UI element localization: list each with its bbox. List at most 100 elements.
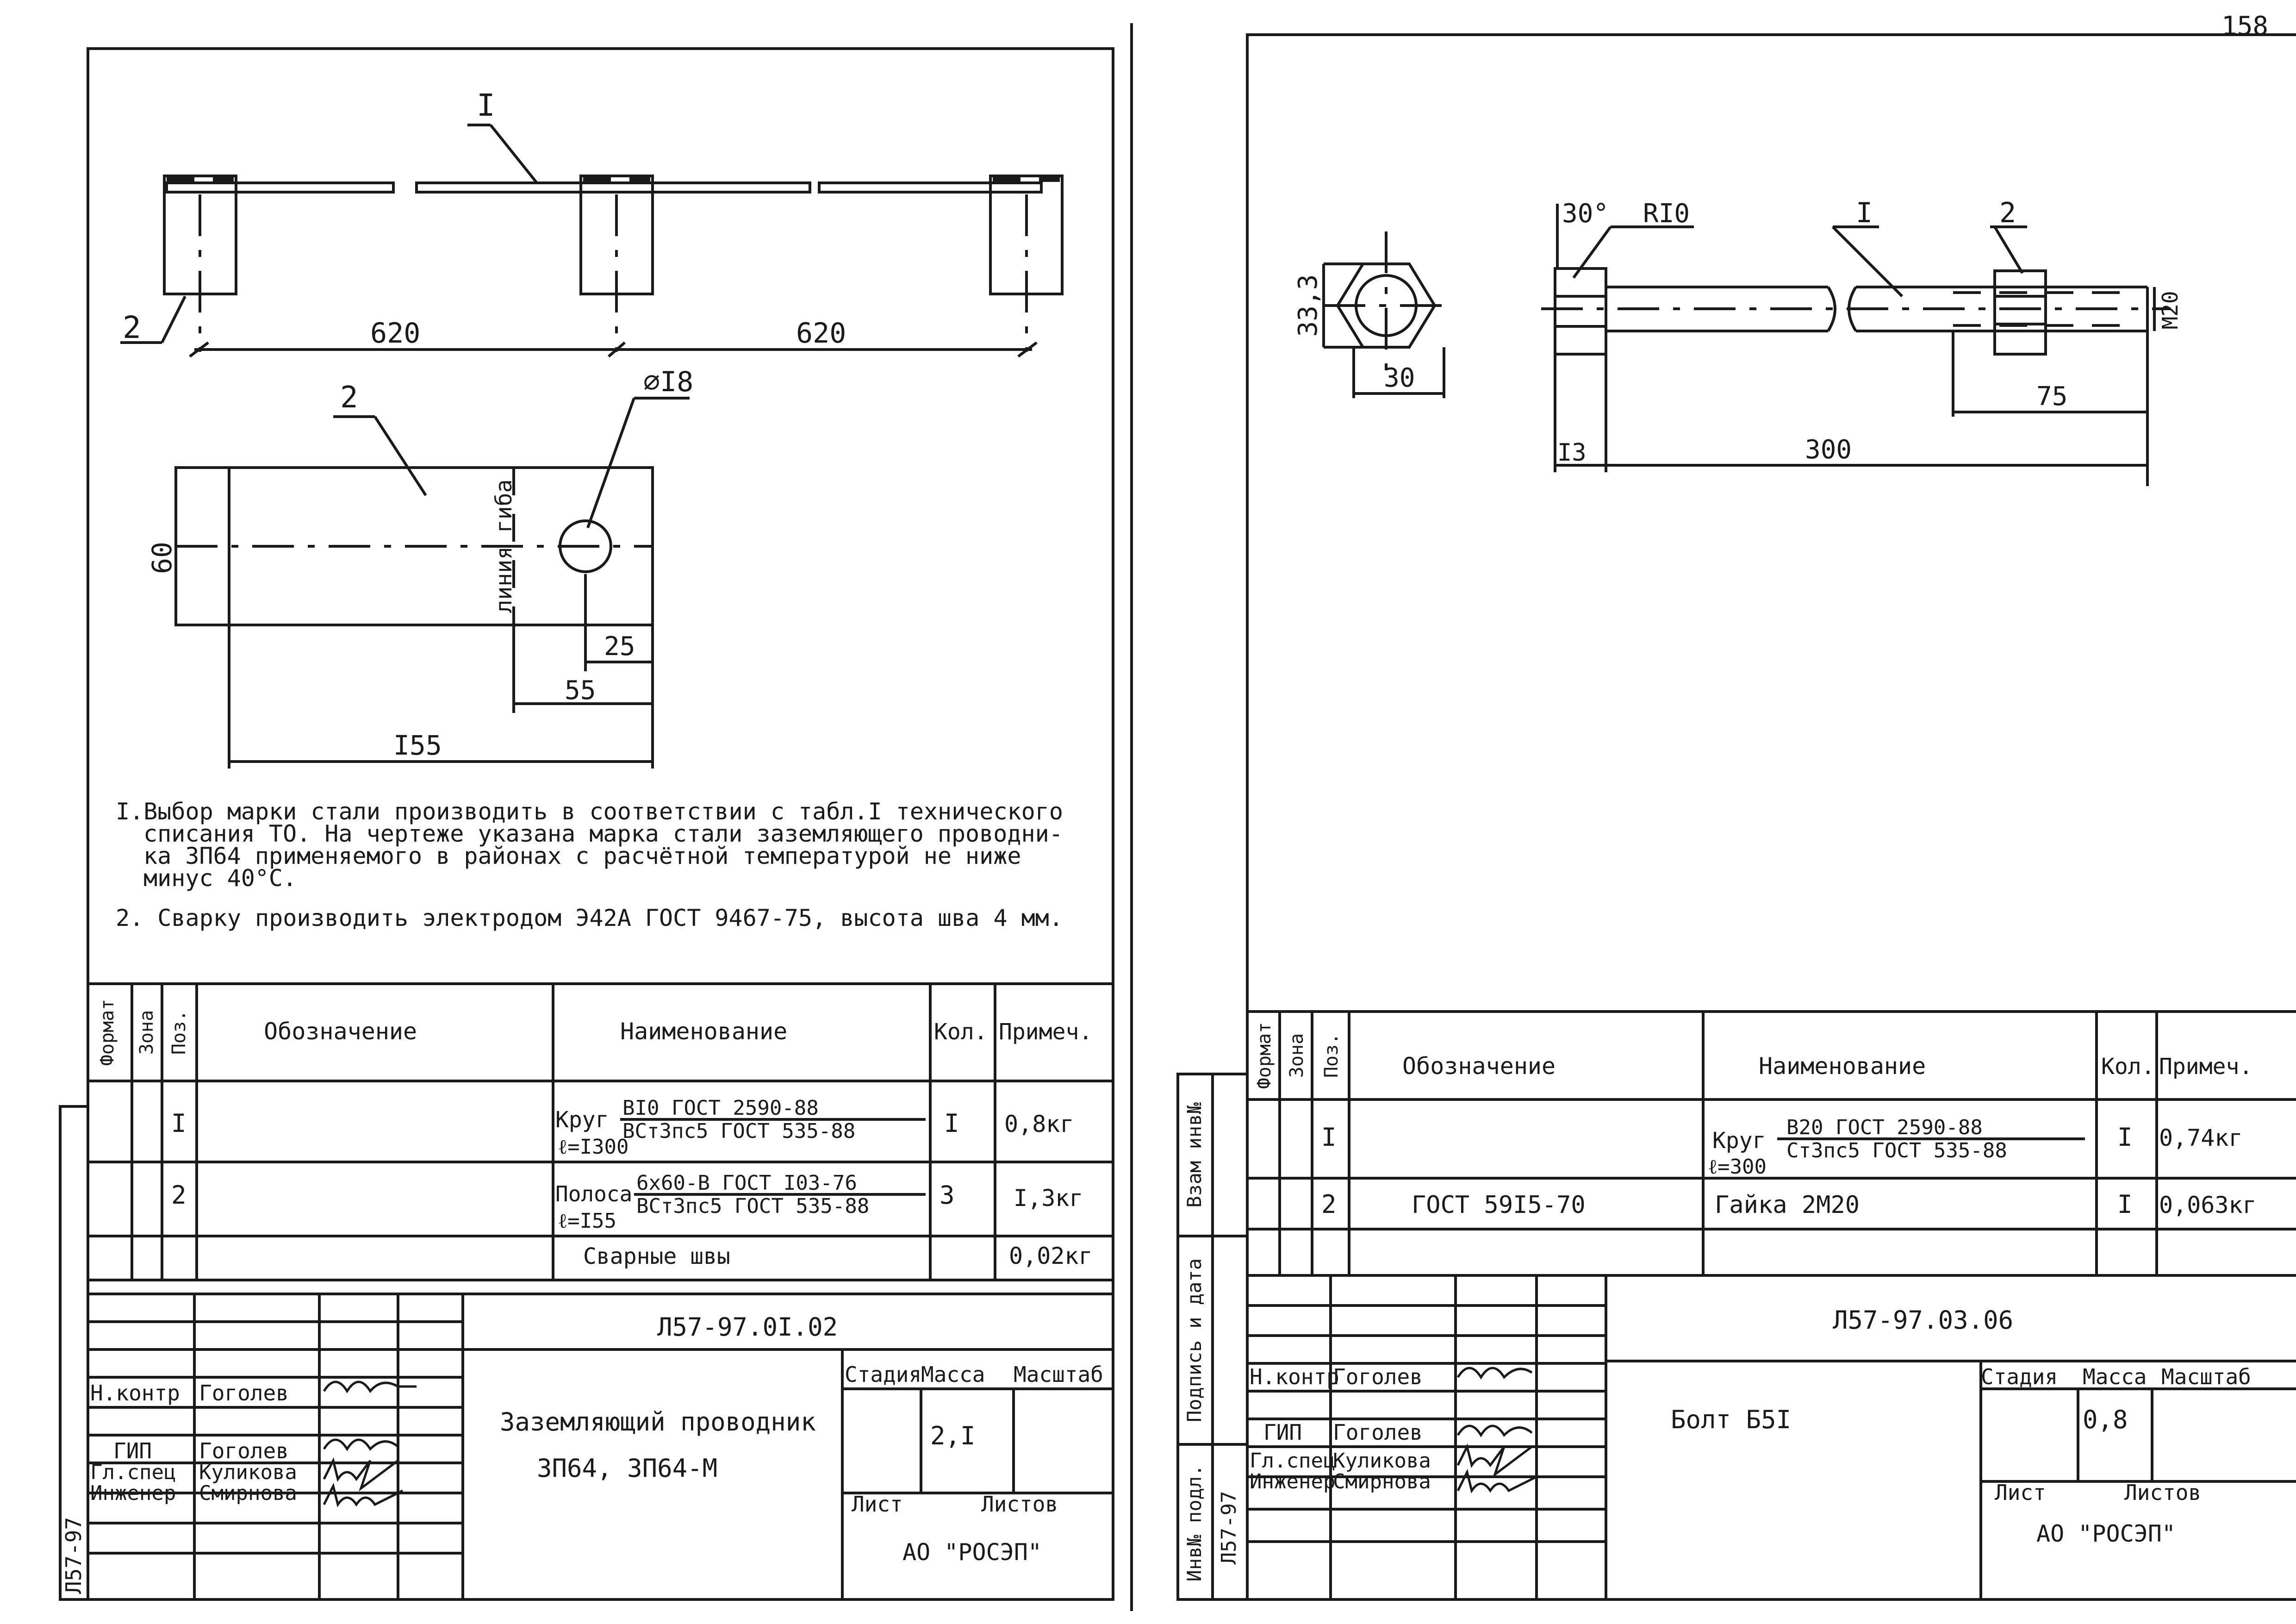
left-spec-h-qty: Кол. [934, 1019, 988, 1045]
left-note-2: 2. Сварку производить электродом Э42А ГО… [116, 905, 1063, 931]
left-signature-2 [323, 1438, 399, 1451]
right-spec-row1-bottom: Ст3пс5 ГОСТ 535-88 [1786, 1139, 2007, 1162]
left-spec-row1-bottom: ВСт3пс5 ГОСТ 535-88 [622, 1119, 855, 1143]
right-tb-h-sheets: Листов [2124, 1480, 2201, 1505]
left-dim-55: 55 [565, 675, 596, 706]
left-tb-name-line-1: Заземляющий проводник [500, 1407, 816, 1437]
right-side-inv-sub: Инв№ подл. [1183, 1465, 1206, 1582]
right-tb-mass: 0,8 [2083, 1405, 2128, 1434]
right-title-block [1247, 1274, 2296, 1599]
left-tb-h-mass: Масса [921, 1362, 985, 1387]
left-pos-2-label: 2 [123, 310, 141, 345]
right-spec-row1-pos: I [1321, 1123, 1337, 1152]
left-note-1-line-2: списания ТО. На чертеже указана марка ст… [143, 820, 1063, 847]
left-tb-h-scale: Масштаб [1014, 1362, 1103, 1387]
right-tb-role-4: Инженер [1250, 1470, 1335, 1493]
right-tb-role-3: Гл.спец [1250, 1449, 1335, 1473]
right-hex-view [1322, 231, 1453, 398]
right-spec-row2-name: Гайка 2М20 [1715, 1191, 1860, 1219]
left-dim-25: 25 [604, 631, 635, 662]
right-spec-h-format: Формат [1254, 1022, 1275, 1089]
right-signature-2 [1456, 1424, 1533, 1437]
left-tb-role-4: Инженер [90, 1481, 176, 1505]
left-note-1-line-4: минус 40°С. [143, 865, 297, 892]
left-strip-detail [174, 397, 690, 768]
left-tb-code: Л57-97.0I.02 [657, 1312, 838, 1342]
left-tb-role-2: ГИП [113, 1438, 152, 1463]
left-spec-row1-note: 0,8кг [1004, 1111, 1074, 1137]
left-tb-org: АО "РОСЭП" [902, 1539, 1042, 1566]
right-side-sign-date: Подпись и дата [1183, 1258, 1206, 1422]
right-spec-row1-note: 0,74кг [2159, 1124, 2243, 1151]
left-signature-1 [323, 1380, 417, 1393]
right-spec-row2-designation: ГОСТ 59I5-70 [1412, 1191, 1586, 1219]
left-tb-h-sheet: Лист [852, 1492, 903, 1517]
left-spec-row2-length: ℓ=I55 [558, 1209, 616, 1233]
right-tb-name-4: Смирнова [1333, 1470, 1431, 1493]
left-signature-3 [323, 1457, 399, 1492]
left-spec-row2-bottom: ВСт3пс5 ГОСТ 535-88 [636, 1194, 869, 1218]
right-spec-row1-length: ℓ=300 [1708, 1155, 1767, 1179]
left-spec-row2-prefix: Полоса [555, 1181, 632, 1206]
left-spec-row1-pos: I [171, 1109, 187, 1138]
left-spec-row1-prefix: Круг [555, 1107, 609, 1133]
page-number: 158 [2221, 11, 2268, 41]
left-tb-mass: 2,I [930, 1421, 976, 1450]
left-tb-name-1: Гоголев [199, 1380, 289, 1405]
right-tb-h-mass: Масса [2083, 1364, 2147, 1389]
right-dim-13: I3 [1557, 439, 1587, 467]
right-dim-300: 300 [1805, 435, 1852, 465]
left-sheet: I 2 620 620 2 [59, 23, 1133, 1611]
right-spec-row1-prefix: Круг [1712, 1128, 1766, 1154]
left-tb-h-stage: Стадия [845, 1362, 921, 1387]
left-dim-hole: ⌀I8 [643, 366, 693, 398]
right-spec-row1-qty: I [2117, 1123, 2133, 1152]
right-spec-h-pos: Поз. [1321, 1033, 1342, 1078]
left-tb-role-1: Н.контр [90, 1380, 180, 1405]
right-side-code: Л57-97 [1217, 1491, 1241, 1565]
right-signature-1 [1456, 1367, 1533, 1380]
right-spec-h-note: Примеч. [2159, 1054, 2252, 1080]
right-tb-name-2: Гоголев [1333, 1420, 1423, 1445]
right-spec-h-qty: Кол. [2101, 1054, 2155, 1080]
left-strip-pos-2: 2 [340, 381, 358, 415]
right-spec-row2-qty: I [2117, 1190, 2133, 1219]
left-spec-h-zone: Зона [136, 1010, 157, 1055]
left-signature-4 [323, 1482, 404, 1508]
left-title-block [59, 1105, 1113, 1601]
right-sheet: 158 33,3 30 [1176, 11, 2296, 1601]
left-spec-h-designation: Обозначение [264, 1018, 417, 1045]
left-spec-row2-top: 6х60-В ГОСТ I03-76 [636, 1171, 857, 1195]
left-dim-60: 60 [146, 542, 178, 574]
left-spec-row1-length: ℓ=I300 [558, 1135, 629, 1159]
right-dim-hex-w: 30 [1384, 363, 1415, 393]
right-tb-role-1: Н.контр [1250, 1364, 1339, 1389]
right-spec-h-zone: Зона [1286, 1033, 1307, 1078]
left-tb-name-4: Смирнова [199, 1481, 297, 1505]
left-spec-row1-qty: I [944, 1109, 959, 1138]
left-side-code: Л57-97 [61, 1517, 86, 1594]
left-spec-h-note: Примеч. [999, 1019, 1092, 1045]
left-spec-row2-qty: 3 [940, 1181, 955, 1210]
right-spec-table [1176, 1010, 2296, 1601]
left-note-1-line-1: I.Выбор марки стали производить в соотве… [116, 798, 1063, 825]
left-dim-620-a: 620 [370, 317, 420, 350]
right-spec-row1-top: В20 ГОСТ 2590-88 [1786, 1116, 1983, 1139]
left-spec-row1-top: BI0 ГОСТ 2590-88 [622, 1096, 819, 1120]
right-dim-hex-h: 33,3 [1293, 275, 1323, 337]
right-dim-thread: М20 [2158, 291, 2183, 329]
left-note-1-line-3: ка ЗП64 применяемого в районах с расчётн… [143, 843, 1021, 869]
left-spec-row2-pos: 2 [171, 1181, 187, 1210]
left-tb-name-line-2: ЗП64, ЗП64-М [537, 1454, 717, 1483]
left-spec-row3-note: 0,02кг [1009, 1243, 1093, 1269]
right-tb-name: Болт Б5I [1671, 1405, 1791, 1434]
left-tb-name-3: Куликова [199, 1461, 297, 1484]
left-spec-h-name: Наименование [620, 1018, 787, 1045]
left-spec-h-pos: Поз. [168, 1010, 190, 1055]
left-tb-name-2: Гоголев [199, 1438, 289, 1463]
right-spec-row2-pos: 2 [1321, 1190, 1337, 1219]
right-pos-2-label: 2 [1999, 197, 2016, 229]
right-tb-h-stage: Стадия [1981, 1364, 2058, 1389]
left-bend-line: линия гиба [491, 480, 517, 613]
left-spec-h-format: Формат [97, 999, 118, 1066]
